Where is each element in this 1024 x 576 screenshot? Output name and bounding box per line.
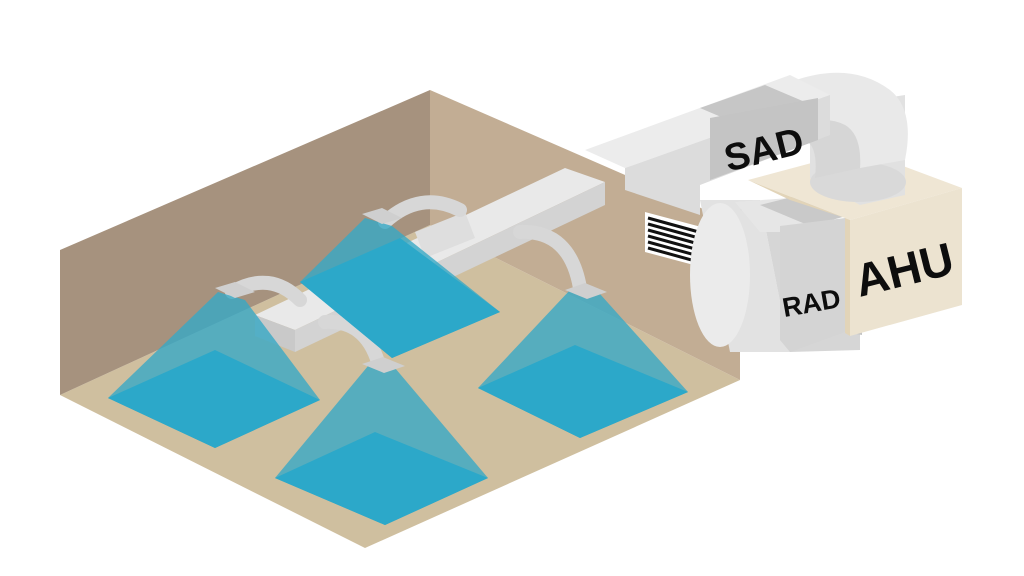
return-air-duct bbox=[690, 195, 862, 352]
rad-box-front bbox=[780, 218, 845, 352]
air-cone bbox=[300, 218, 500, 358]
air-cone bbox=[275, 366, 488, 525]
diffuser-right bbox=[478, 283, 688, 438]
trunk-transition bbox=[415, 212, 475, 258]
room-back-wall bbox=[60, 90, 430, 395]
ceiling-diffuser bbox=[565, 283, 607, 299]
air-cone bbox=[478, 290, 688, 438]
diffuser-front bbox=[275, 357, 488, 525]
trunk-end bbox=[255, 315, 295, 352]
flex-duct-4 bbox=[318, 314, 385, 369]
ceiling-diffuser bbox=[215, 282, 255, 298]
diffuser-front-left bbox=[108, 282, 320, 448]
flex-duct-3 bbox=[513, 224, 587, 295]
room-side-wall bbox=[430, 90, 740, 380]
ceiling-diffuser bbox=[362, 208, 402, 224]
supply-air-duct bbox=[585, 72, 908, 215]
ceiling-diffuser bbox=[362, 357, 405, 373]
air-cone bbox=[108, 292, 320, 448]
ahu-front bbox=[850, 188, 962, 336]
diffuser-back bbox=[300, 208, 500, 358]
rad-box-top bbox=[760, 195, 850, 226]
sad-label-band-front bbox=[710, 98, 818, 180]
